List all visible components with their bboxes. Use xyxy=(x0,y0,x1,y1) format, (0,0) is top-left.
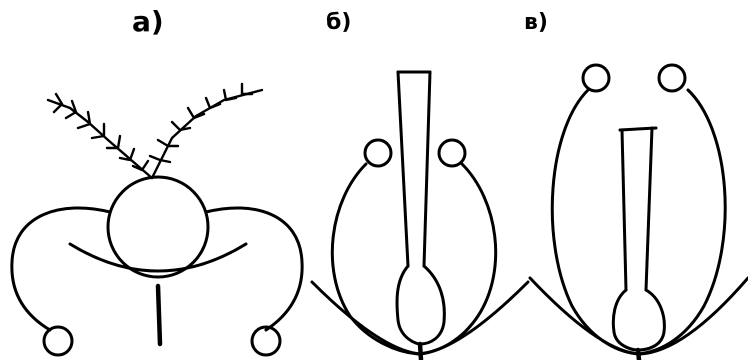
panel-a-ovary xyxy=(108,177,208,277)
panel-v-base-arc xyxy=(530,278,748,354)
panel-a-perianth-inner xyxy=(70,244,246,271)
panel-v-flower xyxy=(530,65,748,360)
panel-a-anther-left xyxy=(44,327,72,355)
panel-b-anther-left xyxy=(365,140,391,166)
panel-v-ovary xyxy=(613,290,664,350)
panel-b-ovary xyxy=(397,266,444,344)
panel-v-stalk xyxy=(638,350,639,360)
panel-a-stalk xyxy=(158,286,160,344)
panel-a-outer-arc-left xyxy=(12,208,110,330)
panel-b-stalk xyxy=(420,344,421,360)
panel-v-anther-right xyxy=(659,65,685,91)
panel-a-outer-arc-right xyxy=(206,208,302,330)
panel-v-style xyxy=(622,128,652,290)
panel-b-anther-right xyxy=(439,140,465,166)
panel-b-stamen-filament-right xyxy=(418,164,496,354)
panel-a-feathery-stigma xyxy=(48,84,262,178)
panel-b-flower xyxy=(312,72,528,360)
panel-a-flower xyxy=(12,84,302,355)
panel-b-style xyxy=(398,72,430,266)
panel-v-anther-left xyxy=(583,65,609,91)
